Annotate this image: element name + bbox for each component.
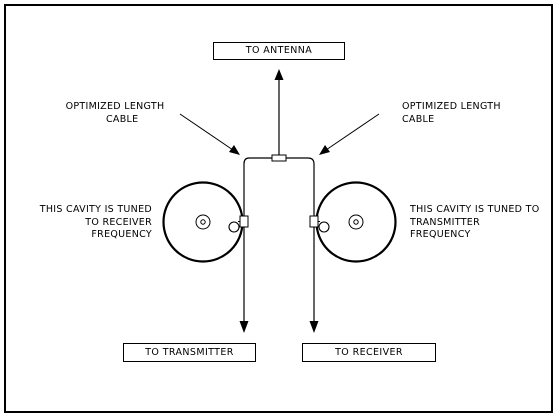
right-note-leader: [319, 113, 380, 155]
left-cavity: [162, 181, 249, 263]
right-cavity-note-line-2: TRANSMITTER: [410, 216, 480, 228]
to-antenna-box: TO ANTENNA: [213, 42, 345, 60]
right-cavity-note: THIS CAVITY IS TUNED TO TRANSMITTER FREQ…: [410, 204, 550, 242]
right-cable-note-line-1: OPTIMIZED LENGTH: [402, 101, 501, 112]
arrow-to-transmitter: [239, 321, 249, 333]
tee-connector: [271, 154, 287, 162]
left-cavity-note-line-1: THIS CAVITY IS TUNED: [39, 204, 152, 215]
left-cable-note-line-2: CABLE: [106, 113, 139, 125]
right-cavity: [309, 181, 397, 263]
right-cable-note-line-2: CABLE: [402, 113, 435, 125]
left-note-leader: [179, 113, 240, 155]
diagram-frame: [4, 4, 553, 413]
left-cable-note-line-1: OPTIMIZED LENGTH: [65, 101, 165, 112]
left-cavity-note: THIS CAVITY IS TUNED TO RECEIVER FREQUEN…: [28, 204, 152, 242]
to-receiver-box: TO RECEIVER: [302, 343, 436, 362]
left-cavity-note-line-2: TO RECEIVER: [85, 216, 152, 228]
cable-left: [243, 157, 272, 323]
cable-right: [286, 157, 315, 323]
right-cable-note: OPTIMIZED LENGTH CABLE: [402, 101, 522, 126]
antenna-feed-arrow: [274, 69, 284, 155]
left-cavity-note-line-3: FREQUENCY: [91, 229, 152, 240]
right-cavity-note-line-1: THIS CAVITY IS TUNED TO: [410, 204, 540, 215]
arrow-to-receiver: [309, 321, 319, 333]
left-cable-note: OPTIMIZED LENGTH CABLE: [60, 101, 170, 126]
to-transmitter-box: TO TRANSMITTER: [123, 343, 256, 362]
right-cavity-note-line-3: FREQUENCY: [410, 229, 471, 240]
